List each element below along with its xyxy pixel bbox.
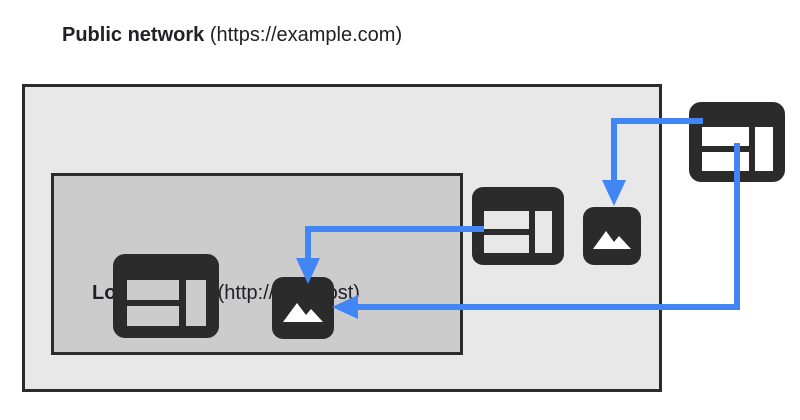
public-network-label: Public network (https://example.com): [62, 23, 402, 47]
browser-window-icon[interactable]: [472, 187, 564, 265]
image-resource-icon[interactable]: [272, 277, 334, 339]
public-network-zone: Private network (http://router.local) Lo…: [22, 84, 662, 392]
browser-window-icon[interactable]: [113, 254, 219, 338]
browser-window-icon[interactable]: [689, 102, 785, 182]
public-network-label-url: (https://example.com): [209, 24, 403, 46]
image-resource-icon[interactable]: [583, 207, 641, 265]
public-network-label-bold: Public network: [62, 24, 205, 46]
